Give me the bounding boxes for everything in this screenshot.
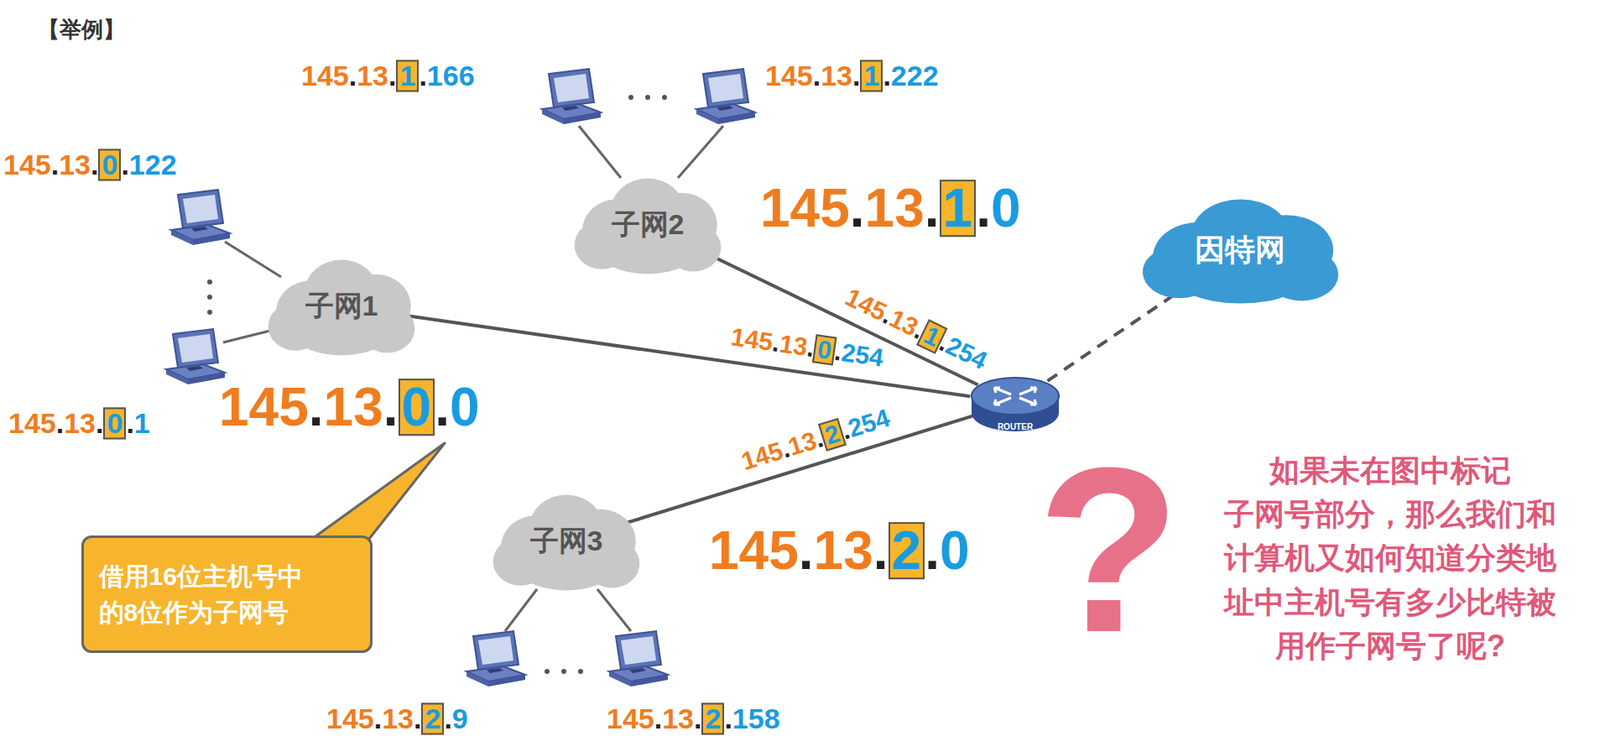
interface-ip: 145.13.2.254	[734, 402, 897, 478]
cloud-label: 子网2	[611, 208, 685, 240]
internet-link	[1047, 287, 1185, 381]
subnet-address: 145.13.0.0	[218, 376, 480, 439]
host-ip: 145.13.2.158	[606, 702, 781, 735]
subnet-address: 145.13.2.0	[708, 520, 970, 583]
subnet-cloud: 子网3	[489, 484, 643, 598]
subnet-cloud: 子网2	[571, 168, 725, 282]
host-ip: 145.13.1.222	[765, 59, 939, 93]
callout-text: 借用16位主机号中 的8位作为子网号	[99, 557, 321, 631]
callout-pointer	[312, 442, 445, 539]
subnet-address: 145.13.1.0	[760, 177, 1022, 240]
example-tag: 【举例】	[37, 17, 126, 43]
interface-ip: 145.13.0.254	[725, 322, 889, 374]
network-link	[700, 250, 979, 385]
cloud-label: 子网1	[305, 290, 379, 322]
router-label: ROUTER	[997, 422, 1033, 432]
internet-cloud: 因特网	[1138, 188, 1343, 312]
cloud-label: 子网3	[530, 525, 604, 557]
callout-box: 借用16位主机号中 的8位作为子网号	[81, 535, 373, 653]
subnet-cloud: 子网1	[265, 250, 418, 363]
question-note: 如果未在图中标记 子网号部分，那么我们和 计算机又如何知道分类地 址中主机号有多…	[1193, 448, 1587, 668]
network-link	[625, 415, 974, 523]
router-icon: ROUTER	[969, 370, 1062, 435]
host-ip: 145.13.0.1	[8, 406, 151, 440]
cloud-label: 因特网	[1194, 233, 1286, 267]
host-ip: 145.13.0.122	[3, 148, 178, 182]
host-ip: 145.13.2.9	[326, 702, 469, 735]
question-mark: ?	[1037, 432, 1181, 668]
host-ip: 145.13.1.166	[301, 59, 475, 93]
